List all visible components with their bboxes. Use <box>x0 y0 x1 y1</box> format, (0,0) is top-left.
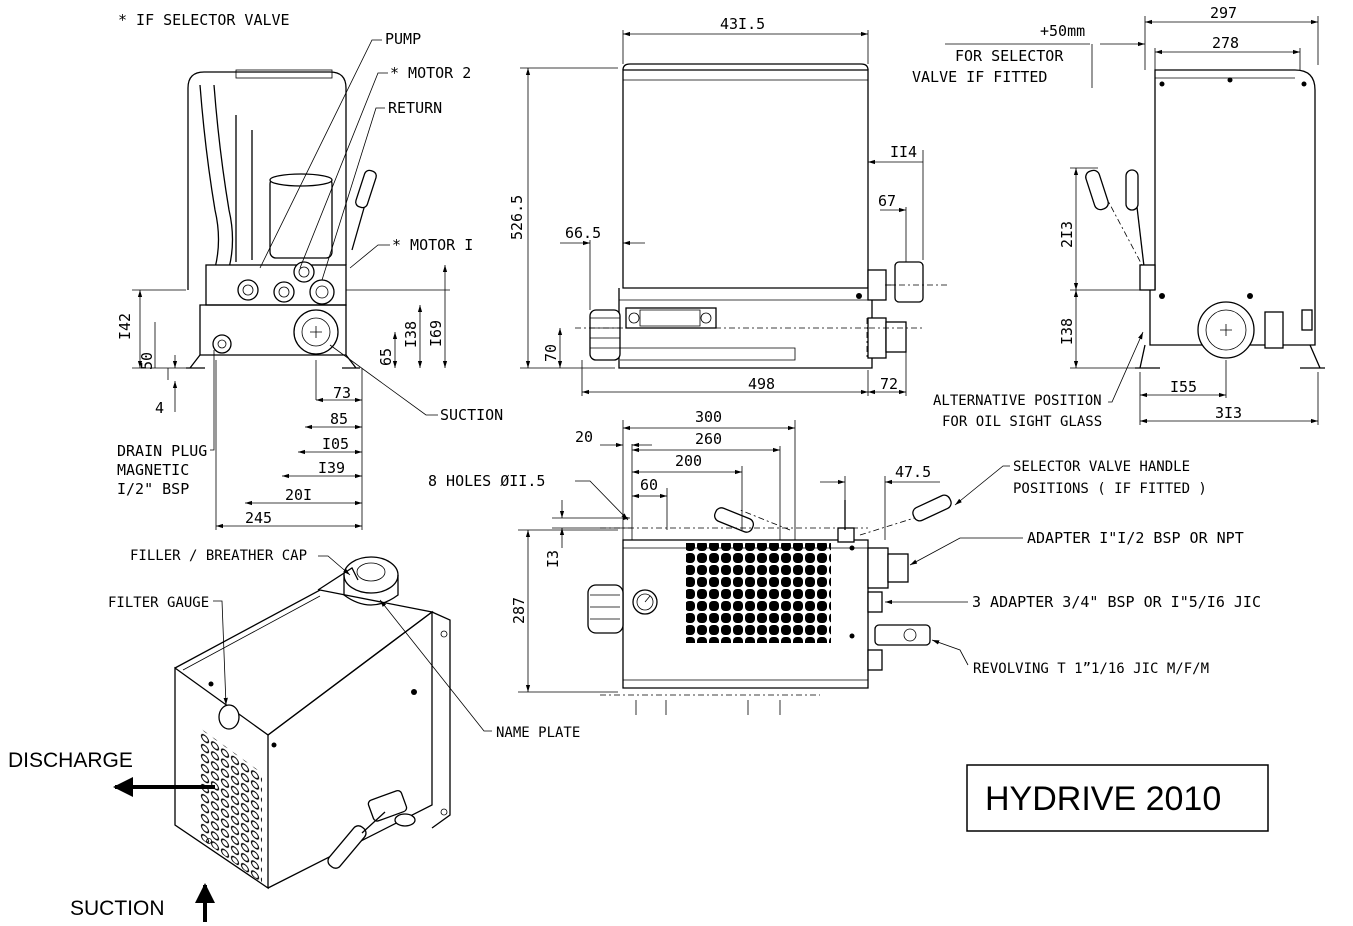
top-tank <box>622 539 869 689</box>
dim-47-5: 47.5 <box>895 463 931 481</box>
dim-66-5: 66.5 <box>565 224 601 242</box>
dim-200: 200 <box>675 452 702 470</box>
dim-139: I39 <box>318 459 345 477</box>
motor2-label: * MOTOR 2 <box>390 64 471 82</box>
front-filter-knob <box>589 309 621 361</box>
right-view: +50mm FOR SELECTOR VALVE IF FITTED 297 2… <box>912 4 1325 430</box>
dim-201: 20I <box>285 486 312 504</box>
filler-label: FILLER / BREATHER CAP <box>130 548 307 564</box>
handle-positions-2: POSITIONS ( IF FITTED ) <box>1013 481 1207 497</box>
title-block: HYDRIVE 2010 <box>966 764 1269 832</box>
dim-73: 73 <box>333 384 351 402</box>
dim-313: 3I3 <box>1215 404 1242 422</box>
filter-gauge-label: FILTER GAUGE <box>108 595 209 611</box>
side-lid <box>235 69 333 79</box>
dim-50: 50 <box>138 352 156 370</box>
dim-114: II4 <box>890 143 917 161</box>
top-adapter-2 <box>867 591 883 613</box>
title-box <box>966 764 1269 832</box>
dim-13: I3 <box>544 550 562 568</box>
side-hose <box>199 84 220 269</box>
adapter-2-label: 3 ADAPTER 3/4" BSP OR I"5/I6 JIC <box>972 593 1261 611</box>
top-filter-knob <box>587 584 624 634</box>
pump-label: PUMP <box>385 30 421 48</box>
dim-138-right: I38 <box>1058 318 1076 345</box>
dim-70: 70 <box>542 344 560 362</box>
alt-position-1: ALTERNATIVE POSITION <box>933 393 1102 409</box>
holes-label: 8 HOLES ØII.5 <box>428 472 545 490</box>
return-label: RETURN <box>388 99 442 117</box>
side-view: * IF SELECTOR VALVE PUMP * MOTOR 2 RETUR… <box>116 11 503 530</box>
name-plate-label: NAME PLATE <box>496 725 580 741</box>
front-fitting-top <box>894 261 924 303</box>
dim-72: 72 <box>880 375 898 393</box>
motor1-label: * MOTOR I <box>392 236 473 254</box>
iso-filter-gauge <box>218 704 240 730</box>
front-tank <box>622 69 869 289</box>
top-handle-left <box>713 507 755 533</box>
dim-20: 20 <box>575 428 593 446</box>
alt-position-2: FOR OIL SIGHT GLASS <box>942 414 1102 430</box>
title-text: HYDRIVE 2010 <box>985 780 1221 818</box>
top-view: 300 260 200 20 60 I3 8 HOLES ØII.5 287 4… <box>428 408 1261 715</box>
dim-431-5: 43I.5 <box>720 15 765 33</box>
front-sight-glass <box>625 307 717 329</box>
top-handle-right <box>912 494 952 522</box>
selector-fit-3: VALVE IF FITTED <box>912 68 1047 86</box>
top-adapter-1 <box>867 547 889 589</box>
dim-169: I69 <box>427 320 445 347</box>
right-sight-glass <box>1264 311 1284 349</box>
top-revolving-t <box>874 624 931 646</box>
drain-plug <box>212 334 232 354</box>
dim-278: 278 <box>1212 34 1239 52</box>
iso-vent-grid <box>200 728 262 884</box>
dim-142: I42 <box>116 313 134 340</box>
dim-287: 287 <box>510 597 528 624</box>
right-tank <box>1154 69 1316 290</box>
iso-top-face <box>174 589 434 736</box>
right-handle-1 <box>1085 169 1109 211</box>
selector-fit-2: FOR SELECTOR <box>955 47 1064 65</box>
dim-213: 2I3 <box>1058 221 1076 248</box>
dim-300: 300 <box>695 408 722 426</box>
dim-60: 60 <box>640 476 658 494</box>
adapter-1-label: ADAPTER I"I/2 BSP OR NPT <box>1027 529 1244 547</box>
right-handle-2 <box>1125 169 1139 211</box>
dim-260: 260 <box>695 430 722 448</box>
drain-label-2: MAGNETIC <box>117 461 189 479</box>
side-tank-outline <box>187 71 347 290</box>
dim-138: I38 <box>402 321 420 348</box>
selector-fit-1: +50mm <box>1040 22 1085 40</box>
iso-selector-valve <box>367 789 408 822</box>
dim-297: 297 <box>1210 4 1237 22</box>
dim-105: I05 <box>322 435 349 453</box>
drain-label-3: I/2" BSP <box>117 480 189 498</box>
iso-plate <box>431 611 451 829</box>
iso-filler-cap <box>343 556 399 594</box>
dim-498: 498 <box>748 375 775 393</box>
drain-label-1: DRAIN PLUG <box>117 442 207 460</box>
dim-4: 4 <box>155 399 164 417</box>
top-vent-grid <box>686 543 831 643</box>
dim-85: 85 <box>330 410 348 428</box>
selector-note: * IF SELECTOR VALVE <box>118 11 290 29</box>
revolving-t-label: REVOLVING T 1”1/16 JIC M/F/M <box>973 661 1209 677</box>
suction-arrow-label: SUCTION <box>70 897 165 920</box>
discharge-label: DISCHARGE <box>8 749 133 772</box>
handle-positions-1: SELECTOR VALVE HANDLE <box>1013 459 1190 475</box>
dim-67: 67 <box>878 192 896 210</box>
iso-handle <box>327 825 367 869</box>
front-view: 43I.5 526.5 66.5 70 498 II4 67 72 <box>508 15 950 396</box>
dim-245: 245 <box>245 509 272 527</box>
dim-65: 65 <box>377 348 395 366</box>
suction-label: SUCTION <box>440 406 503 424</box>
isometric-view: FILLER / BREATHER CAP FILTER GAUGE NAME … <box>8 548 580 922</box>
dim-526-5: 526.5 <box>508 195 526 240</box>
dim-155: I55 <box>1170 378 1197 396</box>
side-filter-canister <box>269 177 333 259</box>
